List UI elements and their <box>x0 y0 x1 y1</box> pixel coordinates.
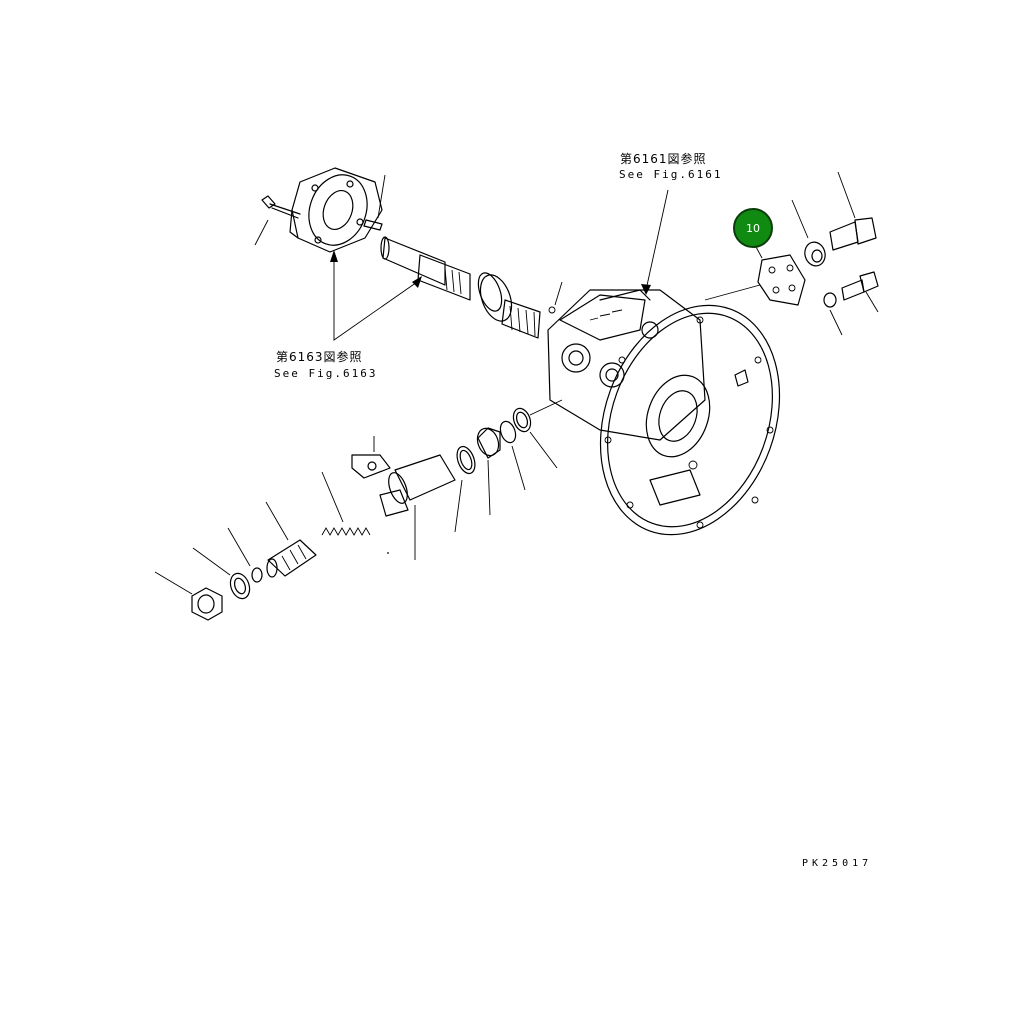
bushing-part <box>476 427 501 516</box>
spring-part <box>321 471 371 536</box>
drawing-code: PK25017 <box>802 858 873 869</box>
bolt-right-small <box>841 271 879 313</box>
ref-6161-jp-label: 第6161図参照 <box>620 152 707 166</box>
seal-ring-a <box>454 445 476 533</box>
mounting-flange <box>599 284 781 536</box>
piston-part <box>379 454 456 560</box>
pump-housing <box>547 281 706 441</box>
plug-nut <box>154 571 223 621</box>
ref-6161-en-label: See Fig.6161 <box>619 168 723 181</box>
washer-right-small <box>823 292 843 336</box>
ref-6163-jp-label: 第6163図参照 <box>276 350 363 364</box>
o-ring-c <box>227 527 263 583</box>
cover-plate-part <box>757 254 806 306</box>
stray-dot <box>387 552 389 554</box>
o-ring-b <box>512 399 563 469</box>
ref-6163-leaders <box>330 250 422 341</box>
bolt-right-top <box>829 171 877 251</box>
bolt-upper-left <box>254 195 301 246</box>
ref-6161-leader <box>641 189 669 295</box>
washer-right-top <box>791 199 826 267</box>
bracket-part <box>351 436 391 479</box>
ref-6163-en-label: See Fig.6163 <box>274 367 378 380</box>
washer-lower <box>192 547 251 600</box>
front-cover-part <box>289 167 383 253</box>
part-callout-10[interactable]: 10 <box>733 208 773 248</box>
spool-part <box>265 501 317 578</box>
o-ring-a <box>499 420 526 491</box>
drive-shaft <box>380 236 541 339</box>
pin-part <box>363 174 386 231</box>
